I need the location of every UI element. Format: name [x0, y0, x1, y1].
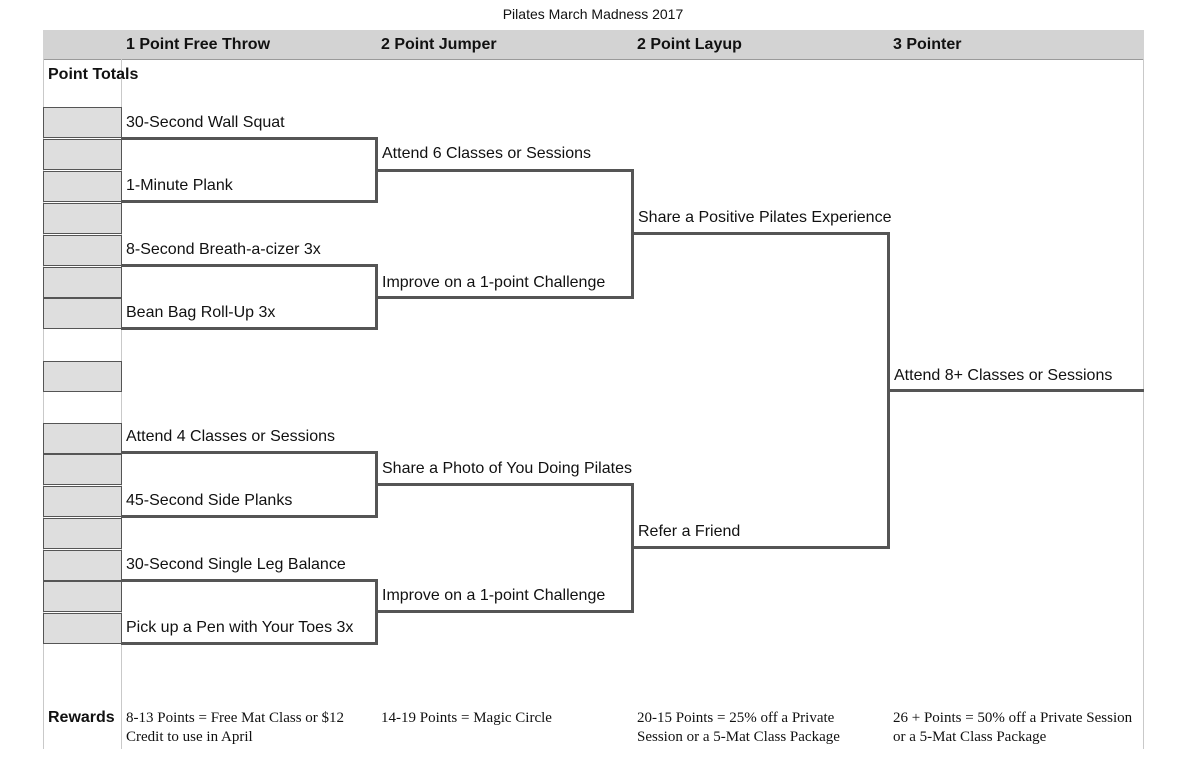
- sheet-column-divider: [121, 59, 122, 749]
- point-total-box[interactable]: [43, 139, 122, 170]
- bracket-line: [378, 610, 634, 613]
- bracket-line: [121, 515, 378, 518]
- round1-challenge: 30-Second Single Leg Balance: [126, 556, 346, 573]
- round2-challenge: Attend 6 Classes or Sessions: [382, 145, 591, 162]
- bracket-line: [375, 579, 378, 645]
- point-totals-label: Point Totals: [48, 66, 139, 83]
- point-total-box[interactable]: [43, 361, 122, 392]
- point-total-box[interactable]: [43, 423, 122, 454]
- round2-challenge: Improve on a 1-point Challenge: [382, 587, 606, 604]
- bracket-line: [890, 389, 1144, 392]
- bracket-line: [375, 137, 378, 203]
- bracket-line: [121, 451, 378, 454]
- bracket-line: [121, 264, 378, 267]
- round1-challenge: 1-Minute Plank: [126, 177, 233, 194]
- point-total-box[interactable]: [43, 550, 122, 581]
- round3-challenge: Refer a Friend: [638, 523, 741, 540]
- point-total-box[interactable]: [43, 486, 122, 517]
- round1-challenge: 8-Second Breath-a-cizer 3x: [126, 241, 321, 258]
- column-header-round3: 2 Point Layup: [637, 36, 742, 53]
- round3-challenge: Share a Positive Pilates Experience: [638, 209, 892, 226]
- round1-challenge: Bean Bag Roll-Up 3x: [126, 304, 276, 321]
- bracket-line: [634, 546, 890, 549]
- point-total-box[interactable]: [43, 171, 122, 202]
- bracket-line: [887, 232, 890, 549]
- reward-tier-3: 20-15 Points = 25% off a Private Session…: [637, 710, 840, 745]
- final-challenge: Attend 8+ Classes or Sessions: [894, 367, 1113, 384]
- column-header-round2: 2 Point Jumper: [381, 36, 497, 53]
- round2-challenge: Improve on a 1-point Challenge: [382, 274, 606, 291]
- page-title: Pilates March Madness 2017: [502, 6, 684, 22]
- round1-challenge: 45-Second Side Planks: [126, 492, 293, 509]
- bracket-line: [375, 264, 378, 330]
- round1-challenge: Pick up a Pen with Your Toes 3x: [126, 619, 354, 636]
- sheet-right-edge: [1143, 59, 1144, 749]
- point-total-box[interactable]: [43, 518, 122, 549]
- bracket-line: [631, 483, 634, 613]
- sheet-left-edge: [43, 59, 44, 749]
- reward-tier-4: 26 + Points = 50% off a Private Session …: [893, 710, 1133, 745]
- bracket-line: [121, 579, 378, 582]
- bracket-line: [121, 200, 378, 203]
- bracket-line: [375, 451, 378, 518]
- round1-challenge: 30-Second Wall Squat: [126, 114, 285, 131]
- reward-tier-2: 14-19 Points = Magic Circle: [381, 710, 552, 726]
- point-total-box[interactable]: [43, 581, 122, 612]
- column-header-bar: [43, 30, 1144, 60]
- round1-challenge: Attend 4 Classes or Sessions: [126, 428, 335, 445]
- bracket-line: [378, 296, 634, 299]
- column-header-round1: 1 Point Free Throw: [126, 36, 271, 53]
- point-total-box[interactable]: [43, 235, 122, 266]
- bracket-line: [378, 483, 634, 486]
- point-total-box[interactable]: [43, 203, 122, 234]
- round2-challenge: Share a Photo of You Doing Pilates: [382, 460, 632, 477]
- point-total-box[interactable]: [43, 107, 122, 138]
- point-total-box[interactable]: [43, 454, 122, 485]
- point-total-box[interactable]: [43, 267, 122, 298]
- point-total-box[interactable]: [43, 298, 122, 329]
- reward-tier-1: 8-13 Points = Free Mat Class or $12 Cred…: [126, 710, 345, 745]
- rewards-label: Rewards: [48, 709, 115, 726]
- bracket-line: [631, 169, 634, 299]
- bracket-line: [378, 169, 634, 172]
- bracket-line: [121, 642, 378, 645]
- column-header-final: 3 Pointer: [893, 36, 962, 53]
- point-total-box[interactable]: [43, 613, 122, 644]
- bracket-line: [634, 232, 890, 235]
- bracket-line: [121, 137, 378, 140]
- bracket-line: [121, 327, 378, 330]
